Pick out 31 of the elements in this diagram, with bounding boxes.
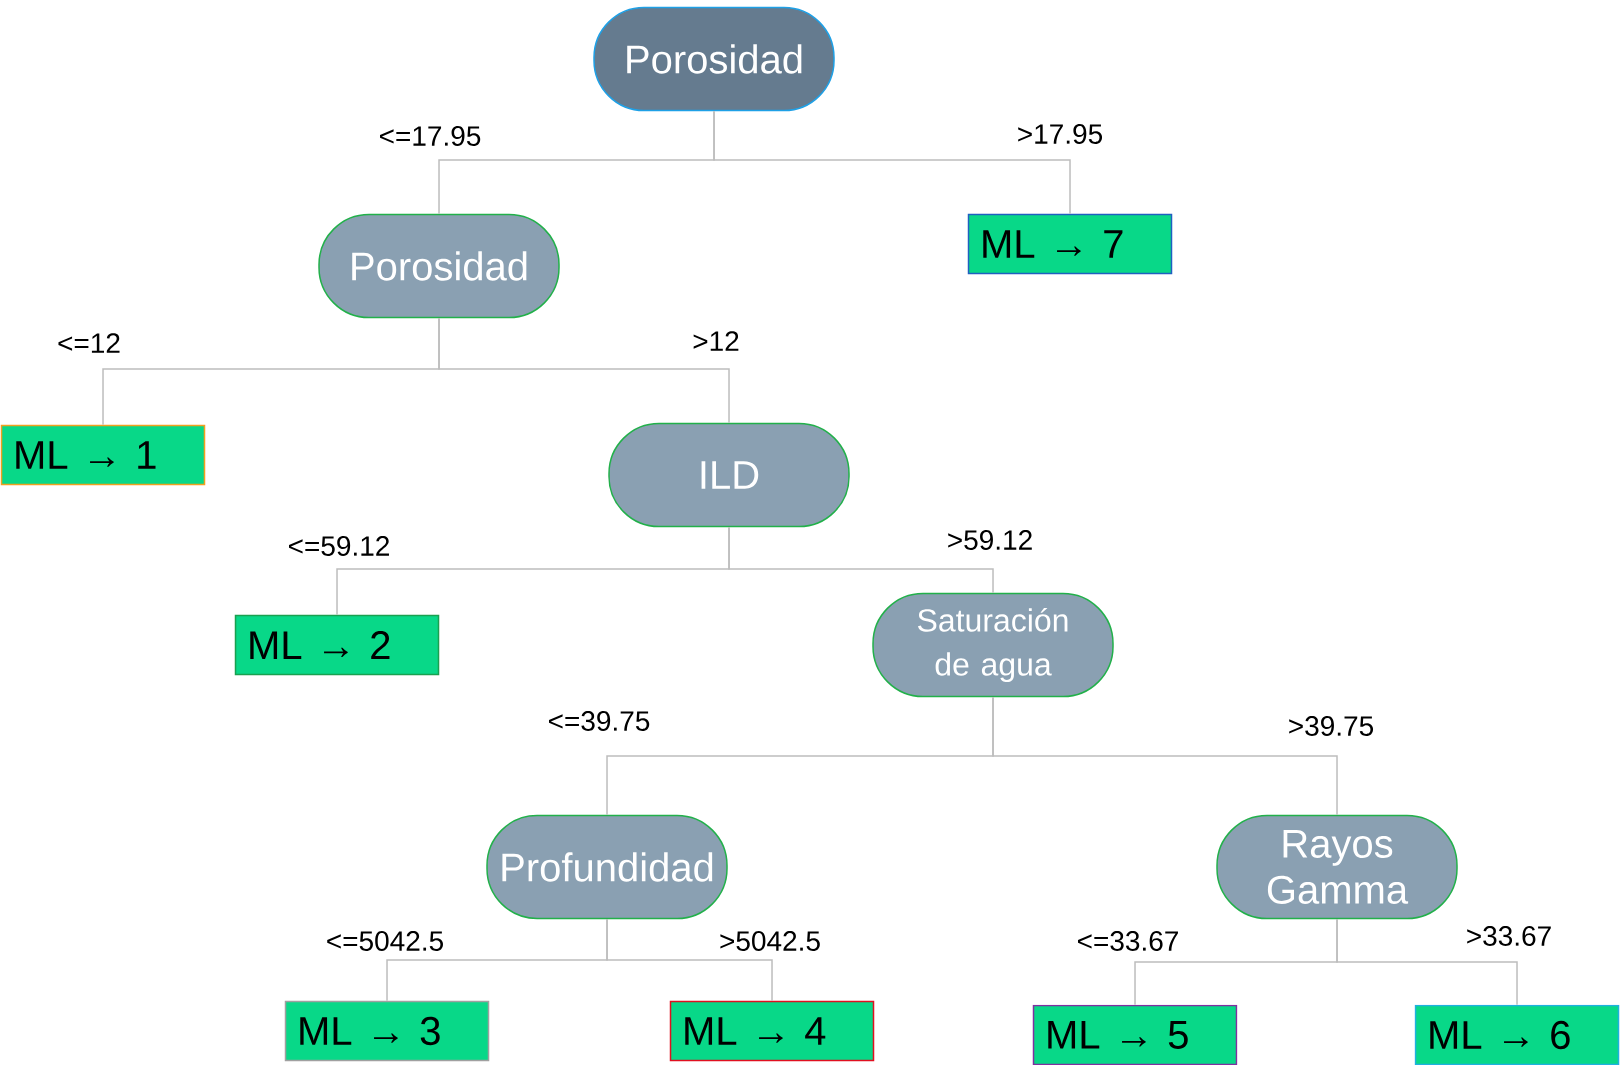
connector	[606, 918, 773, 1002]
decision-node: Rayos Gamma	[1216, 814, 1458, 920]
leaf-box: ML → 3	[284, 1000, 490, 1062]
leaf-box: ML → 2	[234, 614, 440, 676]
edge-label: >12	[691, 330, 741, 352]
edge-label: >5042.5	[718, 930, 822, 952]
edge-label: >33.67	[1464, 925, 1554, 947]
edge-label: <=12	[56, 332, 122, 354]
leaf-box: ML → 6	[1414, 1004, 1620, 1065]
connector	[1336, 918, 1518, 1006]
edge-label: >59.12	[945, 529, 1035, 551]
leaf-box: ML → 4	[669, 1000, 875, 1062]
decision-node: Porosidad	[318, 213, 560, 319]
connector	[713, 110, 1071, 215]
decision-node: ILD	[608, 422, 850, 528]
edge-label: >39.75	[1286, 715, 1376, 737]
edge-label: <=5042.5	[324, 930, 446, 952]
edge-label: <=33.67	[1075, 930, 1181, 952]
edge-label: <=59.12	[286, 535, 392, 557]
connector	[438, 317, 730, 424]
connector	[992, 696, 1338, 816]
leaf-box: ML → 7	[967, 213, 1173, 275]
decision-node: Profundidad	[486, 814, 728, 920]
connector	[728, 526, 994, 594]
edge-label: >17.95	[1015, 123, 1105, 145]
edge-label: <=17.95	[377, 125, 483, 147]
edge-label: <=39.75	[546, 710, 652, 732]
leaf-box: ML → 5	[1032, 1004, 1238, 1065]
decision-node: Porosidad	[593, 6, 835, 112]
leaf-box: ML → 1	[0, 424, 206, 486]
decision-node: Saturación de agua	[872, 592, 1114, 698]
